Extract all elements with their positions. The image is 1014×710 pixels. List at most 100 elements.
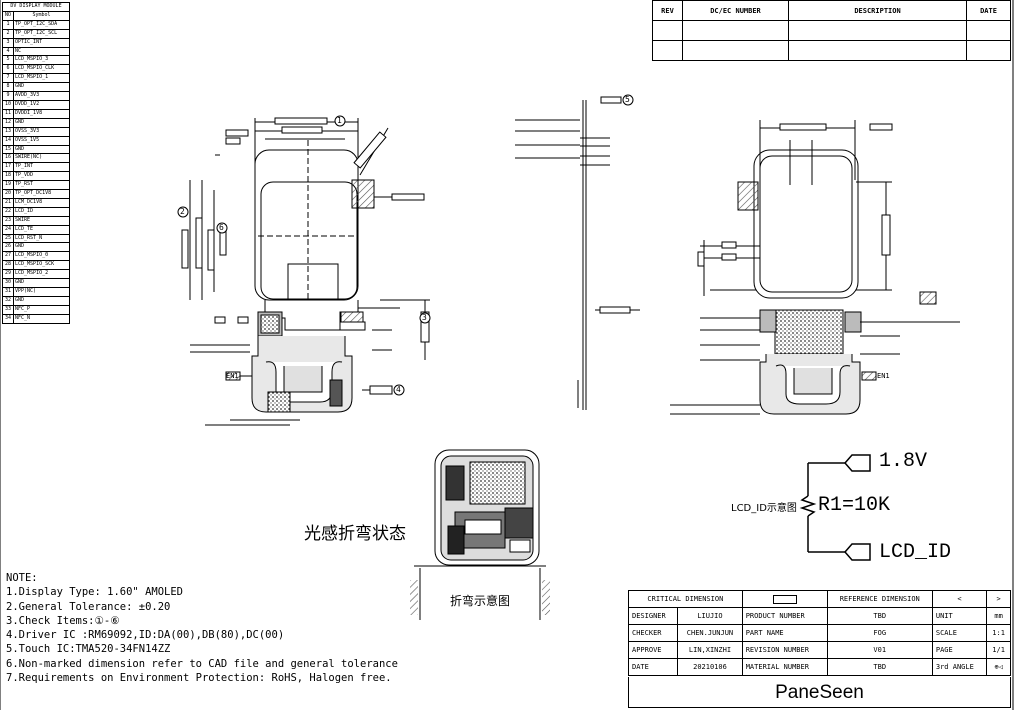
title-block-value: V01 xyxy=(826,641,933,659)
note-item: 3.Check Items:①-⑥ xyxy=(6,614,120,627)
brand-label: PaneSeen xyxy=(628,677,1011,708)
callout-3: 3 xyxy=(422,313,427,322)
pin-symbol: LCD_ID xyxy=(13,206,70,217)
pin-symbol: GND xyxy=(13,144,70,155)
title-block-key: PART NAME xyxy=(741,624,828,642)
reference-dimension-label: REFERENCE DIMENSION xyxy=(826,590,933,608)
pin-symbol: OPTIC_INT xyxy=(13,37,70,48)
callout-1-circle xyxy=(334,115,346,127)
title-block-key: DESIGNER xyxy=(627,607,679,625)
pin-symbol: OVSS_1V5 xyxy=(13,135,70,146)
note-item: 6.Non-marked dimension refer to CAD file… xyxy=(6,657,398,670)
note-item: 1.Display Type: 1.60" AMOLED xyxy=(6,586,184,599)
title-block-key: PAGE xyxy=(931,641,988,659)
back-view xyxy=(670,120,960,415)
title-block-key: UNIT xyxy=(931,607,988,625)
note-item: 4.Driver IC :RM69092,ID:DA(00),DB(80),DC… xyxy=(6,629,285,642)
callout-3-circle xyxy=(419,312,431,324)
title-block-value: CHEN.JUNJUN xyxy=(677,624,743,642)
callout-1: 1 xyxy=(337,116,342,125)
pin-symbol: LCD_TE xyxy=(13,224,70,235)
pin-symbol: NFC_N xyxy=(13,313,70,324)
pin-symbol: TP_INT xyxy=(13,162,70,173)
critical-dimension-label: CRITICAL DIMENSION xyxy=(628,590,743,608)
pin-symbol: TP_RST xyxy=(13,180,70,191)
bend-illustration xyxy=(410,449,550,620)
side-view xyxy=(515,96,640,410)
callout-6-circle xyxy=(216,222,228,234)
en-label-front: EN1 xyxy=(226,372,239,380)
title-block-key: REVISION NUMBER xyxy=(741,641,828,659)
pin-symbol: LCD_RST_N xyxy=(13,233,70,244)
callout-4: 4 xyxy=(396,385,401,394)
pin-symbol: SWIRE(NC) xyxy=(13,153,70,164)
title-block-key: 3rd ANGLE xyxy=(931,658,988,676)
callout-2-circle xyxy=(177,206,189,218)
note-item: 7.Requirements on Environment Protection… xyxy=(6,672,392,685)
en-label-back: EN1 xyxy=(877,372,890,380)
lcd-id-label: LCD_ID xyxy=(879,541,952,564)
callout-6: 6 xyxy=(219,223,224,232)
pin-symbol: TP_OPT_I2C_SCL xyxy=(13,28,70,39)
title-block-value: LIN,XINZHI xyxy=(677,641,743,659)
pin-symbol: LCM_DC1V8 xyxy=(13,197,70,208)
callout-2: 2 xyxy=(180,207,185,216)
lcd-id-circuit xyxy=(799,454,871,561)
pin-table-title: DV DISPLAY MODULE xyxy=(2,2,70,12)
pin-symbol: TP_OPT_DC1V8 xyxy=(13,189,70,199)
nav-prev: < xyxy=(931,590,988,608)
title-block: CRITICAL DIMENSION REFERENCE DIMENSION <… xyxy=(627,590,1011,676)
callout-4-circle xyxy=(393,384,405,396)
title-block-key: MATERIAL NUMBER xyxy=(741,658,828,676)
title-block-key: DATE xyxy=(627,658,679,676)
note-item: 5.Touch IC:TMA520-34FN14ZZ xyxy=(6,643,171,656)
lcd-id-caption: LCD_ID示意图 xyxy=(731,503,797,514)
title-block-value: 20210106 xyxy=(677,658,743,676)
pin-symbol: TP_VDD xyxy=(13,171,70,182)
critical-dimension-box xyxy=(741,590,828,608)
title-block-key: SCALE xyxy=(931,624,988,642)
pin-symbol: GND xyxy=(13,242,70,253)
title-block-value: LIUJIO xyxy=(677,607,743,625)
title-block-key: APPROVE xyxy=(627,641,679,659)
pin-symbol: OVSS_3V3 xyxy=(13,126,70,137)
notes-heading: NOTE: xyxy=(6,572,38,584)
title-block-value: FOG xyxy=(826,624,933,642)
bend-diagram-label: 折弯示意图 xyxy=(450,594,511,608)
callout-5-circle xyxy=(622,94,634,106)
notes-block: NOTE: 1.Display Type: 1.60" AMOLED 2.Gen… xyxy=(6,571,398,685)
voltage-label: 1.8V xyxy=(879,450,928,473)
note-item: 2.General Tolerance: ±0.20 xyxy=(6,600,171,613)
title-block-value: mm xyxy=(986,607,1011,625)
title-block-key: CHECKER xyxy=(627,624,679,642)
title-block-value: ⊕◁ xyxy=(986,658,1011,676)
callout-5: 5 xyxy=(625,95,630,104)
title-block-value: 1:1 xyxy=(986,624,1011,642)
title-block-key: PRODUCT NUMBER xyxy=(741,607,828,625)
bend-status-label: 光感折弯状态 xyxy=(304,524,406,544)
nav-next: > xyxy=(986,590,1011,608)
title-block-value: 1/1 xyxy=(986,641,1011,659)
front-view xyxy=(181,117,430,426)
